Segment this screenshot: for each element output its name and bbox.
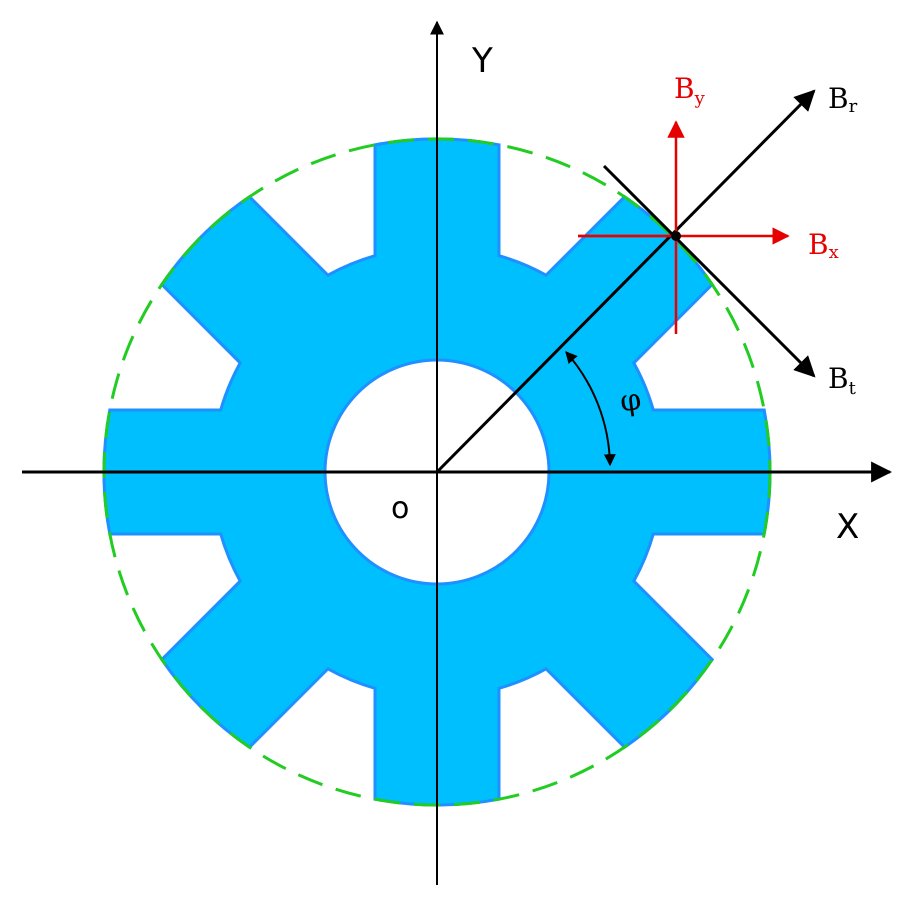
tangential-vector — [602, 164, 816, 378]
bx-label: Bx — [808, 228, 839, 263]
radial-vector — [435, 89, 816, 474]
origin-label: o — [391, 491, 409, 526]
x-axis-label: X — [836, 507, 859, 547]
y-axis-label: Y — [471, 41, 493, 81]
by-label: By — [674, 72, 706, 109]
field-point — [671, 231, 681, 241]
br-label: Br — [828, 82, 858, 117]
bt-label: Bt — [828, 362, 857, 399]
angle-arc — [565, 351, 616, 467]
angle-label: φ — [618, 382, 644, 420]
